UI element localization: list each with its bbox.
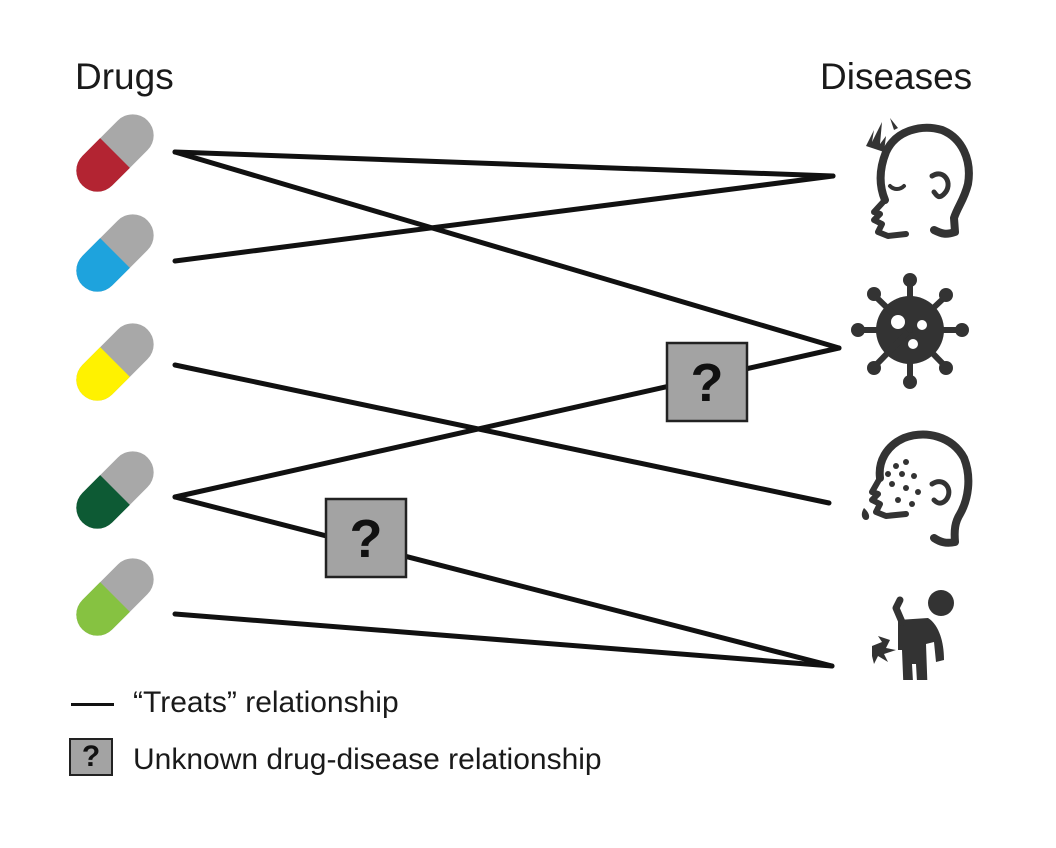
virus-icon [851,273,969,389]
legend-unknown-label: Unknown drug-disease relationship [133,743,602,776]
relationship-line-unknown [172,494,835,669]
capsule-drug-blue [76,214,154,292]
legend-unknown-marker: ? [69,738,113,776]
relationship-lines [172,149,842,669]
diseases-heading: Diseases [820,56,973,97]
capsule-drug-lime [76,558,154,636]
legend-treats-line [71,703,114,706]
capsule-drug-yellow [76,323,154,401]
unknown-relationship-marker: ? [324,497,408,579]
relationship-line-treats [172,173,836,264]
drug-disease-network: ?? [76,114,973,680]
unknown-marker-symbol: ? [350,509,383,569]
unknown-relationship-marker: ? [665,341,749,423]
spotted-face-icon [861,430,973,547]
unknown-markers: ?? [324,341,749,579]
legend-treats-label: “Treats” relationship [133,686,399,719]
drugs-heading: Drugs [75,56,174,97]
drug-column [76,114,154,636]
relationship-line-treats [172,611,835,669]
back-pain-person-icon [872,590,954,680]
headache-head-icon [866,118,973,239]
relationship-line-treats [172,149,842,351]
relationship-line-treats [172,149,836,179]
disease-column [851,118,973,680]
capsule-drug-dark-green [76,451,154,529]
relationship-line-treats [172,362,832,506]
unknown-marker-symbol: ? [691,353,724,413]
capsule-drug-red [76,114,154,192]
